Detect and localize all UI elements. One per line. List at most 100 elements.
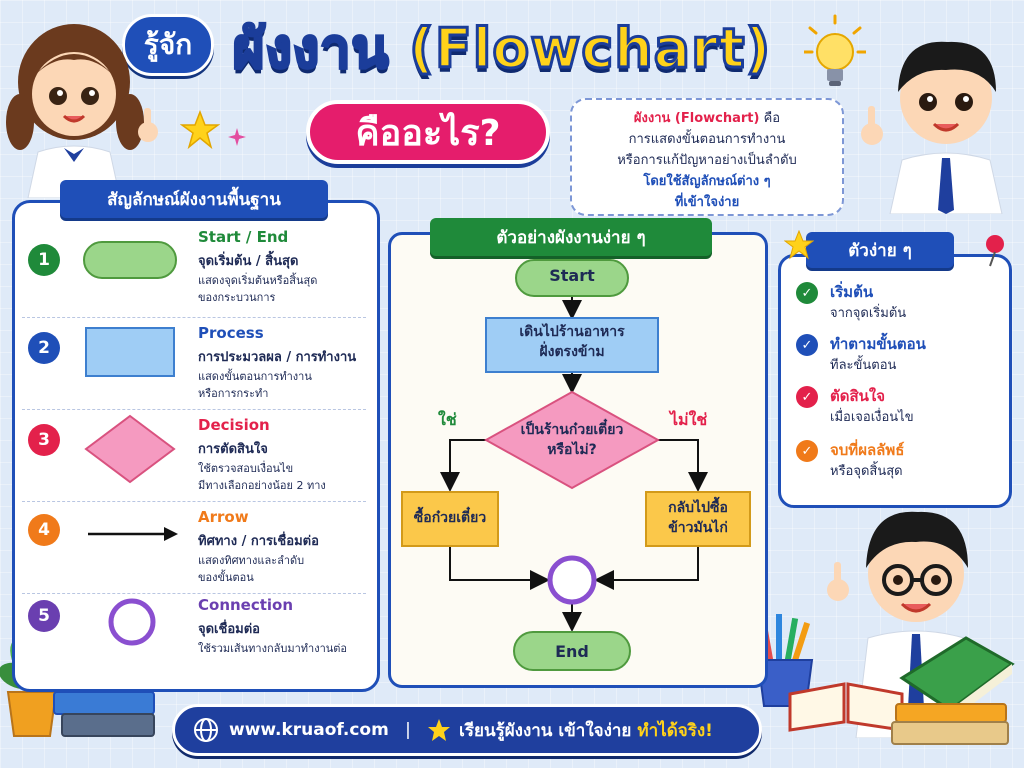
symbol-desc-line1: ใช้รวมเส้นทางกลับมาทำงานต่อ <box>198 642 348 655</box>
symbol-desc-line2: หรือการกระทำ <box>198 387 269 400</box>
pushpin-icon <box>986 235 1004 267</box>
symbol-desc-line1: แสดงขั้นตอนการทำงาน <box>198 370 312 383</box>
definition-highlight: ผังงาน (Flowchart) <box>633 111 760 126</box>
symbol-description: ใช้ตรวจสอบเงื่อนไข มีทางเลือกอย่างน้อย 2… <box>198 460 368 494</box>
footer-website-link[interactable]: www.kruaof.com <box>229 720 389 740</box>
star-icon <box>784 230 814 260</box>
flow-process-line1: เดินไปร้านอาหาร <box>519 324 625 340</box>
tip-subtitle: ทีละขั้นตอน <box>830 358 897 373</box>
page-title: ผังงาน (Flowchart) <box>231 16 772 82</box>
symbol-row-process: 2 Process การประมวลผล / การทำงาน แสดงขั้… <box>22 318 366 410</box>
flow-process-line2: ฝั่งตรงข้าม <box>539 344 605 360</box>
tip-subtitle: หรือจุดสิ้นสุด <box>830 464 903 479</box>
arrow-decision-yes <box>440 439 488 492</box>
symbols-panel <box>12 200 380 692</box>
symbol-number: 4 <box>28 514 60 546</box>
symbol-name: Decision <box>198 416 270 434</box>
globe-icon <box>194 718 218 742</box>
terminal-shape-icon <box>83 241 177 279</box>
arrow-decision-no <box>656 439 708 492</box>
title-prefix-badge: รู้จัก <box>122 14 214 76</box>
example-panel-header: ตัวอย่างผังงานง่าย ๆ <box>430 218 712 256</box>
symbol-number: 3 <box>28 424 60 456</box>
symbol-thai-name: จุดเชื่อมต่อ <box>198 622 260 637</box>
tip-title: จบที่ผลลัพธ์ <box>830 441 905 459</box>
flow-no-action-line1: กลับไปซื้อ <box>668 500 728 516</box>
symbol-name: Start / End <box>198 228 289 246</box>
symbol-desc-line1: แสดงทิศทางและลำดับ <box>198 554 305 567</box>
symbol-number: 1 <box>28 244 60 276</box>
symbol-desc-line2: ของกระบวนการ <box>198 291 276 304</box>
flow-start-label: Start <box>549 266 595 285</box>
tip-title: เริ่มต้น <box>830 283 874 301</box>
flow-yes-label: ใช่ <box>438 410 457 429</box>
open-book-decoration <box>788 682 904 732</box>
definition-box: ผังงาน (Flowchart) คือ การแสดงขั้นตอนการ… <box>570 98 844 216</box>
symbol-thai-name: การตัดสินใจ <box>198 442 268 457</box>
symbol-name: Arrow <box>198 508 249 526</box>
symbol-desc-line2: ของขั้นตอน <box>198 571 254 584</box>
footer-bar: www.kruaof.com | เรียนรู้ผังงาน เข้าใจง่… <box>172 704 762 756</box>
symbol-row-decision: 3 Decision การตัดสินใจ ใช้ตรวจสอบเงื่อนไ… <box>22 410 366 502</box>
connector-shape-icon <box>108 598 156 646</box>
symbol-name: Connection <box>198 596 294 614</box>
flow-no-action-label: กลับไปซื้อ ข้าวมันไก่ <box>646 498 750 538</box>
tips-panel-header: ตัวง่าย ๆ <box>806 232 954 268</box>
check-icon: ✓ <box>796 440 818 462</box>
symbol-desc-line2: มีทางเลือกอย่างน้อย 2 ทาง <box>198 479 326 492</box>
title-subtitle-badge: คืออะไร? <box>306 100 550 164</box>
definition-line5: ที่เข้าใจง่าย <box>674 195 740 210</box>
example-flowchart <box>401 259 751 671</box>
sparkle-icon <box>228 128 246 146</box>
connector-shape <box>547 555 597 605</box>
symbol-description: แสดงทิศทางและลำดับ ของขั้นตอน <box>198 552 368 586</box>
definition-line1: คือ <box>759 111 781 126</box>
symbol-number: 5 <box>28 600 60 632</box>
symbol-row-connection: 5 Connection จุดเชื่อมต่อ ใช้รวมเส้นทางก… <box>22 594 366 686</box>
symbols-panel-header: สัญลักษณ์ผังงานพื้นฐาน <box>60 180 328 218</box>
flow-decision-line2: หรือไม่? <box>547 442 597 458</box>
flow-no-action-line2: ข้าวมันไก่ <box>668 520 728 536</box>
symbol-row-arrow: 4 Arrow ทิศทาง / การเชื่อมต่อ แสดงทิศทาง… <box>22 502 366 594</box>
check-icon: ✓ <box>796 386 818 408</box>
flow-end-label: End <box>555 642 589 661</box>
arrow-yes-to-connector <box>449 546 550 590</box>
lightbulb-icon <box>804 14 866 86</box>
arrow-no-to-connector <box>594 546 699 590</box>
end-terminal-shape <box>513 631 631 671</box>
symbol-number: 2 <box>28 332 60 364</box>
process-shape-icon <box>85 327 175 377</box>
decision-noodle-shape <box>483 390 661 490</box>
definition-line4: โดยใช้สัญลักษณ์ต่าง ๆ <box>643 174 771 189</box>
symbol-description: แสดงขั้นตอนการทำงาน หรือการกระทำ <box>198 368 368 402</box>
footer-slogan: เรียนรู้ผังงาน เข้าใจง่าย <box>459 720 632 741</box>
footer-slogan-highlight: ทำได้จริง! <box>637 720 713 741</box>
tip-subtitle: เมื่อเจอเงื่อนไข <box>830 410 914 425</box>
decision-shape-icon <box>84 414 176 484</box>
flow-decision-label: เป็นร้านก๋วยเตี๋ยว หรือไม่? <box>498 420 646 460</box>
girl-student-illustration <box>6 24 158 198</box>
tip-subtitle: จากจุดเริ่มต้น <box>830 306 907 321</box>
definition-line2: การแสดงขั้นตอนการทำงาน <box>628 132 786 147</box>
symbol-thai-name: ทิศทาง / การเชื่อมต่อ <box>198 534 319 549</box>
tip-title: ทำตามขั้นตอน <box>830 335 926 353</box>
process-walk-shape <box>485 317 659 373</box>
definition-line3: หรือการแก้ปัญหาอย่างเป็นลำดับ <box>617 153 797 168</box>
flow-no-label: ไม่ใช่ <box>670 410 708 429</box>
book-stack-decoration <box>891 703 1009 745</box>
check-icon: ✓ <box>796 282 818 304</box>
symbol-description: แสดงจุดเริ่มต้นหรือสิ้นสุด ของกระบวนการ <box>198 272 368 306</box>
symbol-name: Process <box>198 324 264 342</box>
tip-title: ตัดสินใจ <box>830 387 886 405</box>
boy-student-illustration <box>861 41 1003 214</box>
symbol-desc-line1: แสดงจุดเริ่มต้นหรือสิ้นสุด <box>198 274 318 287</box>
arrow-shape-icon <box>88 527 178 541</box>
symbol-description: ใช้รวมเส้นทางกลับมาทำงานต่อ <box>198 640 382 657</box>
star-icon <box>428 719 451 741</box>
start-terminal-shape <box>515 259 629 297</box>
symbol-thai-name: จุดเริ่มต้น / สิ้นสุด <box>198 254 299 269</box>
check-icon: ✓ <box>796 334 818 356</box>
flow-decision-line1: เป็นร้านก๋วยเตี๋ยว <box>520 422 624 438</box>
symbol-row-start-end: 1 Start / End จุดเริ่มต้น / สิ้นสุด แสดง… <box>22 226 366 318</box>
action-buy-noodle-shape <box>401 491 499 547</box>
